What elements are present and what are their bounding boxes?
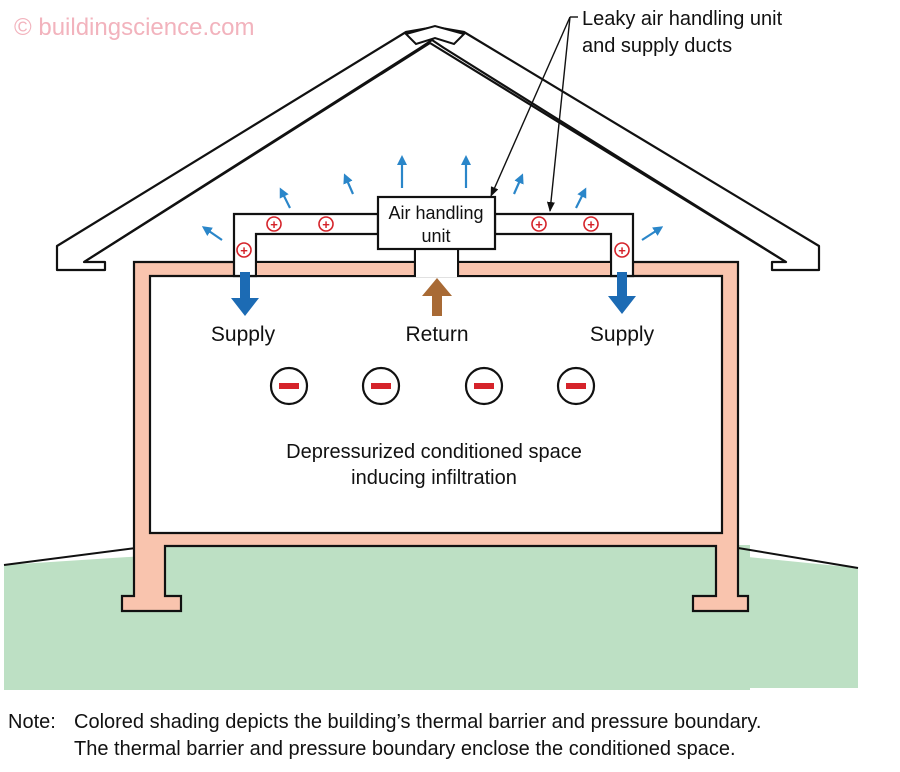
return-plenum-fill (416, 249, 457, 277)
ground (4, 555, 858, 690)
leak-arrow (575, 187, 587, 209)
note-line-2: The thermal barrier and pressure boundar… (8, 736, 894, 763)
supply-arrow-left (231, 272, 259, 316)
minus-symbol (464, 366, 504, 406)
minus-symbol (361, 366, 401, 406)
svg-text:+: + (322, 217, 330, 232)
roof-inner-line (83, 41, 787, 263)
supply-duct-right (493, 212, 635, 278)
callout-label-line2: and supply ducts (582, 35, 732, 57)
watermark-text: © buildingscience.com (14, 14, 254, 41)
plus-symbol: + (318, 216, 334, 232)
air-handling-unit (376, 195, 497, 251)
air-handler-label-line1: Air handling (388, 203, 483, 223)
note-line-1: Note: Colored shading depicts the buildin… (8, 709, 894, 736)
leak-arrow (343, 173, 355, 195)
ridge-cap (404, 24, 466, 46)
air-handler-label-line2: unit (421, 226, 450, 246)
minus-symbol (269, 366, 309, 406)
ceiling-strip-right (457, 261, 612, 277)
note-prefix: Note: (8, 711, 56, 733)
return-arrow (422, 278, 452, 316)
svg-text:+: + (240, 243, 248, 258)
ground-under-house (150, 545, 750, 690)
ceiling-strip-left (255, 261, 416, 277)
ground-line-right (737, 547, 859, 569)
depressurized-label-line1: Depressurized conditioned space (286, 441, 582, 463)
note-text-1: Colored shading depicts the building’s t… (74, 711, 762, 733)
supply-arrow-right (608, 272, 636, 314)
supply-label-right: Supply (590, 323, 655, 346)
depressurized-label-line2: inducing infiltration (351, 467, 517, 489)
return-plenum (413, 249, 460, 276)
plus-symbol: + (236, 242, 252, 258)
leak-arrow (279, 187, 291, 209)
svg-text:+: + (587, 217, 595, 232)
callout-leaders (490, 16, 578, 212)
plus-symbol: + (531, 216, 547, 232)
callout-leader-duct (546, 16, 571, 212)
note-text-2: The thermal barrier and pressure boundar… (74, 738, 736, 760)
ground-line-left (3, 547, 137, 566)
svg-text:+: + (535, 217, 543, 232)
svg-text:+: + (618, 243, 626, 258)
svg-text:+: + (270, 217, 278, 232)
plus-symbol: + (266, 216, 282, 232)
leak-arrows (201, 155, 664, 241)
positive-pressure-symbols: + + + + + + (236, 216, 630, 258)
callout-label-line1: Leaky air handling unit (582, 8, 783, 30)
callout-leader-unit (490, 16, 571, 197)
leak-arrow (641, 226, 664, 241)
return-label: Return (405, 323, 468, 346)
negative-pressure-symbols (269, 366, 596, 406)
minus-symbol (556, 366, 596, 406)
leak-arrow (201, 226, 223, 241)
supply-label-left: Supply (211, 323, 276, 346)
leak-arrow (512, 173, 524, 195)
plus-symbol: + (583, 216, 599, 232)
note: Note: Colored shading depicts the buildin… (8, 709, 894, 763)
plus-symbol: + (614, 242, 630, 258)
